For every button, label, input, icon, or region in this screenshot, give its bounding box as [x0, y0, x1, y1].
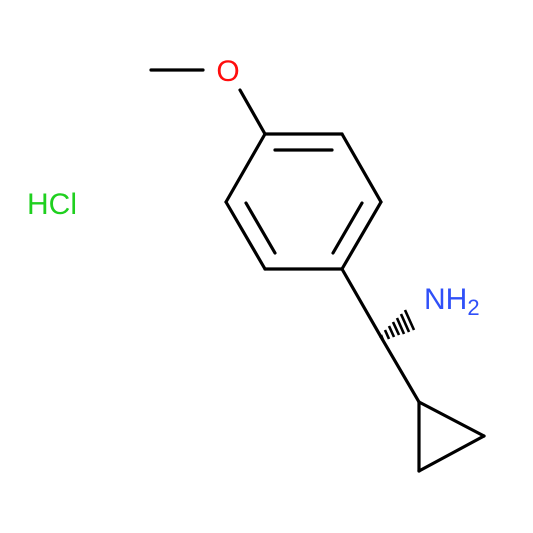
benzene-ring: [224, 132, 383, 271]
bond-oxygen-ring: [238, 88, 267, 136]
amine-symbol: NH: [424, 283, 467, 316]
ring-double-cd: [331, 201, 364, 255]
ring-double-ef: [244, 201, 277, 255]
oxygen-atom-label: O: [216, 55, 239, 88]
bond-ring-chiral: [340, 267, 383, 339]
cyclopropyl-ring: [417, 400, 486, 473]
amine-group-label: NH2: [424, 283, 480, 320]
ring-bond-bc: [340, 132, 383, 204]
ring-bond-ef: [224, 200, 267, 271]
bond-chiral-cyclopropyl: [379, 335, 421, 404]
hcl-salt-label: HCl: [27, 188, 77, 221]
amine-subscript: 2: [467, 295, 479, 320]
ring-bond-cd: [340, 200, 383, 271]
hashed-wedge-bond: [379, 309, 416, 341]
ring-bond-fa: [224, 132, 267, 204]
